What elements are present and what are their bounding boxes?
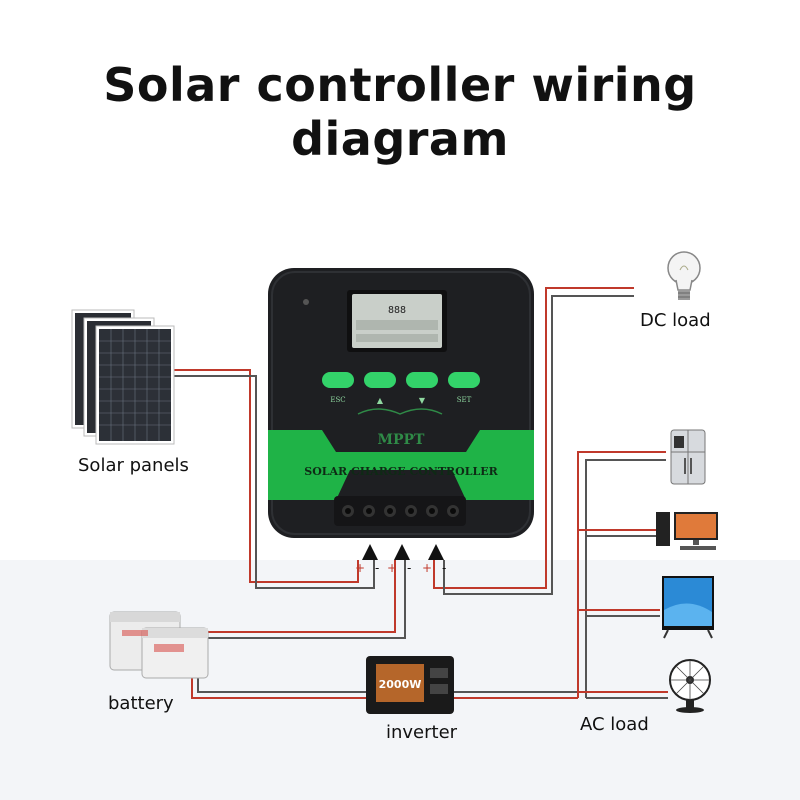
up-label: ▲ [377,396,384,405]
terminal-arrows [362,544,444,560]
lcd-readout: 888 [388,305,406,316]
up-button [364,372,396,388]
polarity-plus-1: + [355,561,365,575]
wire-solar-dark [172,375,375,589]
arrow-battery [394,544,410,560]
refrigerator-icon [670,429,706,485]
controller-name: SOLAR CHARGE CONTROLLER [304,465,498,478]
terminal-block [334,496,466,526]
solar-charge-controller: 888 ESC ▲ ▼ SET MPPT SOLAR CHARGE CONTRO… [268,268,534,538]
polarity-minus-1: - [375,561,379,575]
polarity-plus-3: + [422,561,432,575]
dc-load-label: DC load [640,310,711,331]
set-label: SET [457,396,472,404]
wire-battery-red [185,560,396,633]
fan-icon [669,659,711,713]
wires [172,287,668,699]
down-label: ▼ [419,396,426,405]
television-icon [662,576,714,639]
light-bulb-icon [667,251,701,300]
green-band [268,430,534,500]
arrow-load [428,544,444,560]
wire-dcload-dark [443,295,634,595]
solar-panel-front [95,325,175,445]
esc-button [322,372,354,388]
solar-panels-label: Solar panels [78,455,189,476]
wire-battery-dark [185,560,406,639]
down-button [406,372,438,388]
wire-solar-red [172,369,359,583]
polarity-minus-2: - [407,561,411,575]
wire-acbus-red [577,451,666,698]
battery-label: battery [108,693,174,714]
desktop-computer-icon [656,512,718,550]
solar-panels-icon [71,309,175,445]
polarity-labels: + - + - + - [355,561,446,575]
inverter-rating: 2000W [379,678,422,691]
indicator-led [303,299,309,305]
inverter-label: inverter [386,722,458,743]
mppt-logo: MPPT [378,432,426,448]
controller-buttons: ESC ▲ ▼ SET [322,372,480,405]
arrow-pv [362,544,378,560]
wire-acbus-dark [585,459,666,698]
wire-dcload-red [433,287,634,589]
esc-label: ESC [330,396,345,404]
polarity-minus-3: - [442,561,446,575]
battery-icon [109,611,209,679]
polarity-plus-2: + [387,561,397,575]
ac-load-label: AC load [580,714,649,735]
page-title: Solar controller wiring diagram [103,58,697,166]
inverter-icon: 2000W [366,656,454,714]
set-button [448,372,480,388]
ornament [357,408,443,415]
